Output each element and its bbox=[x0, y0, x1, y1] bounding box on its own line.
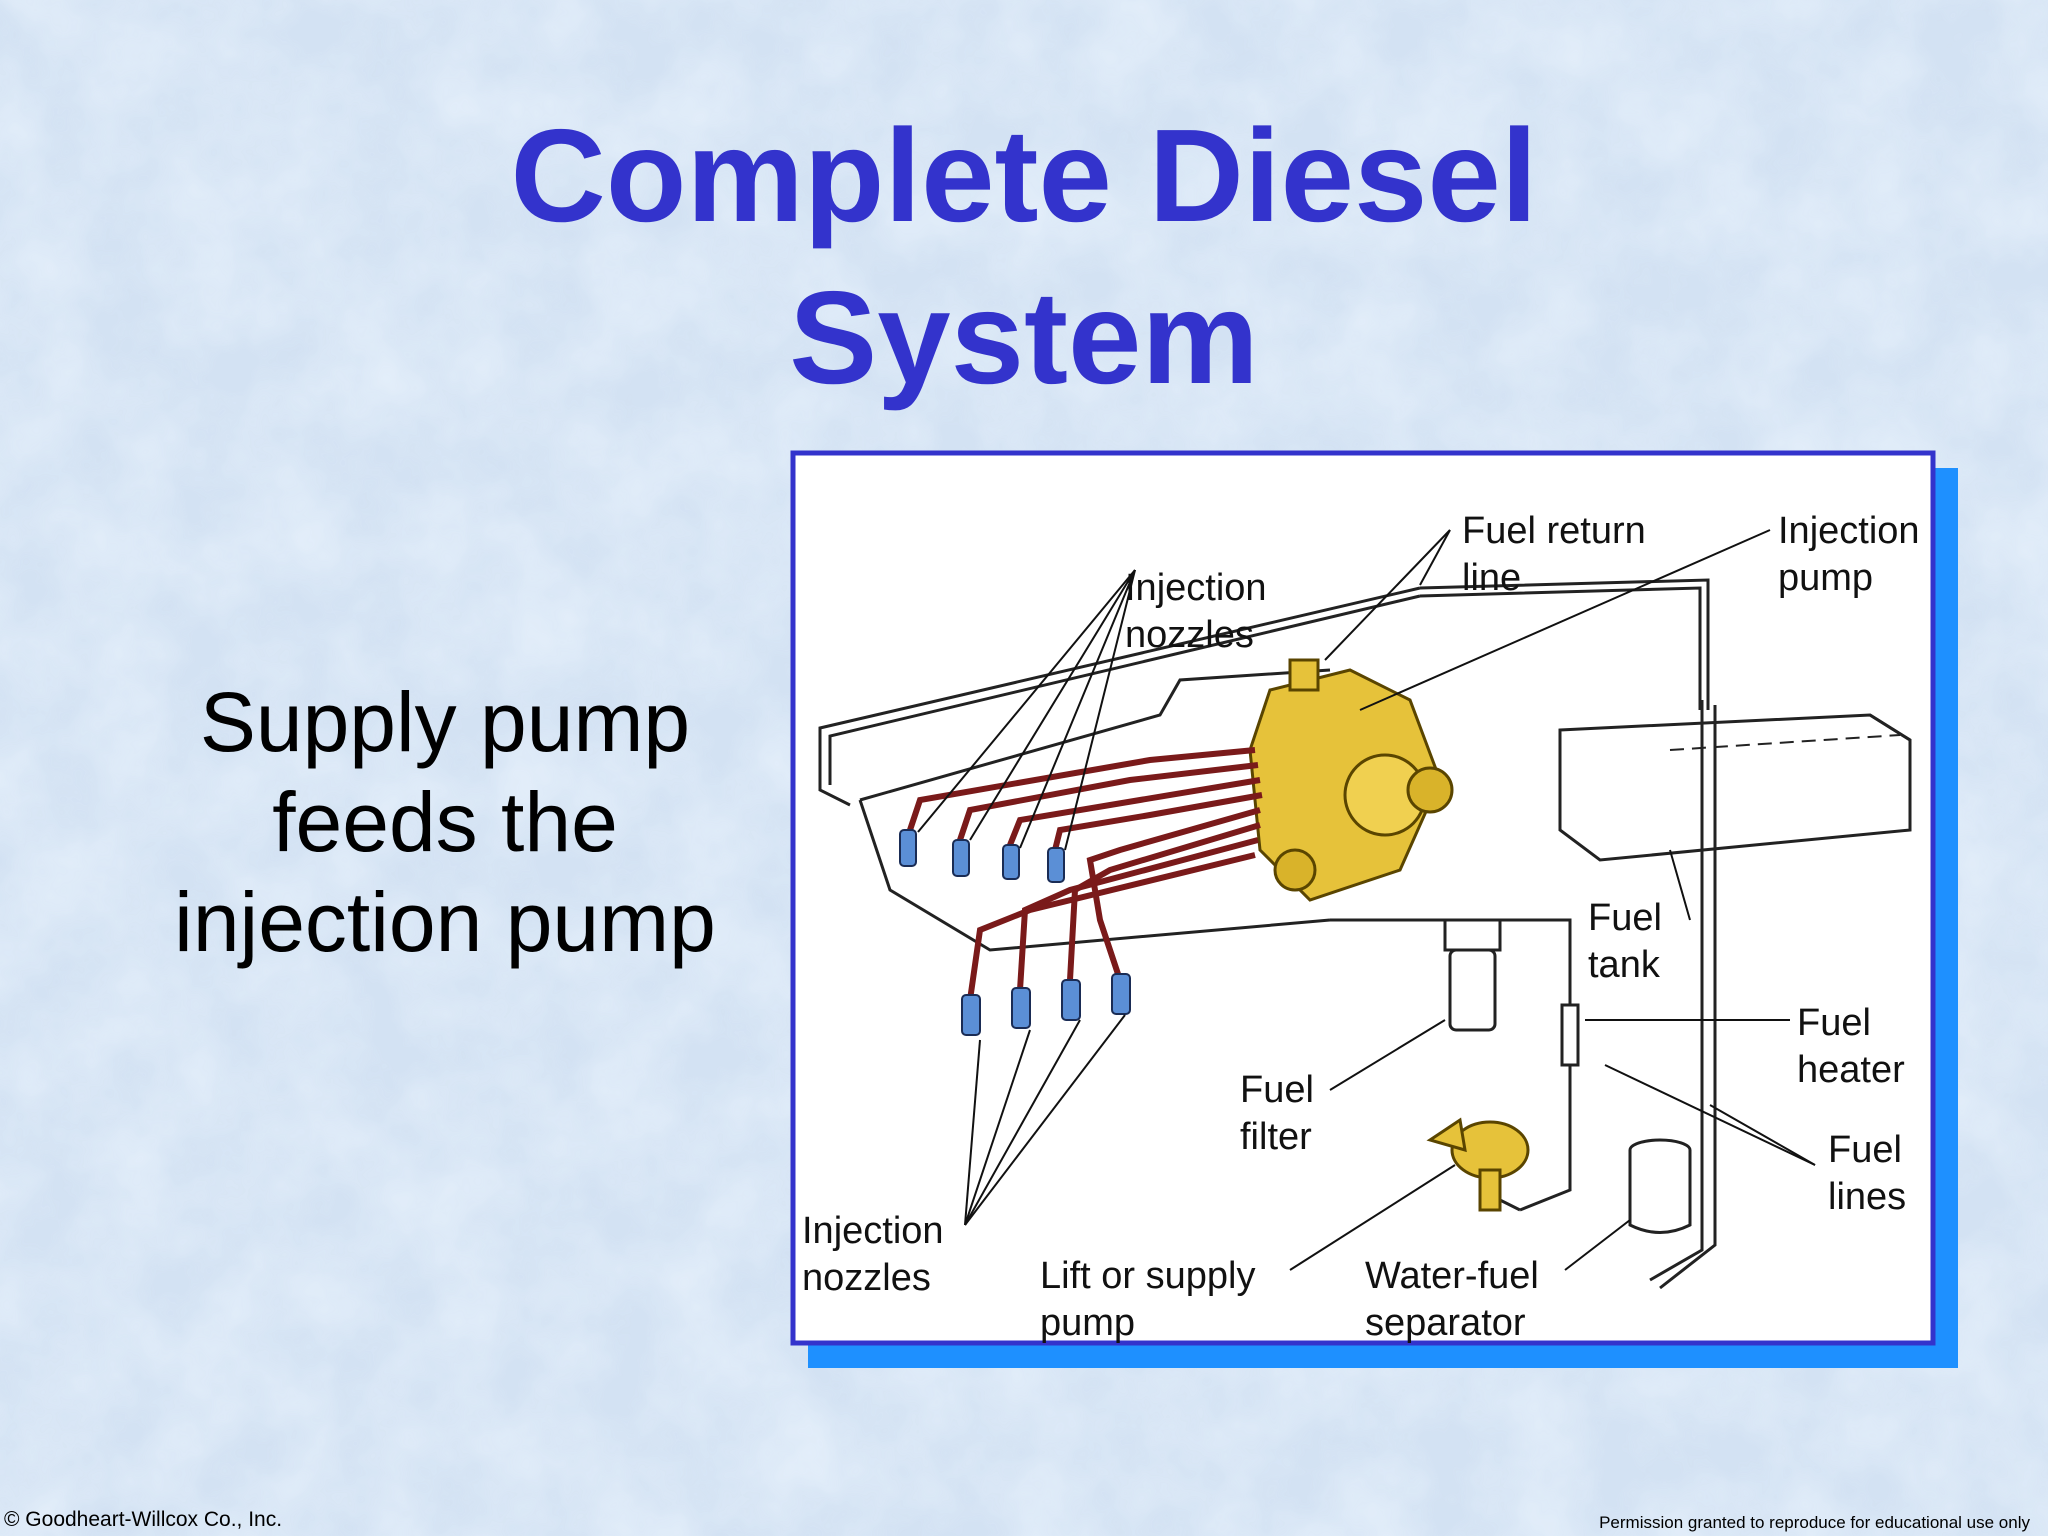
label-injection-nozzles-bottom-2: nozzles bbox=[802, 1257, 931, 1299]
injection-nozzles bbox=[899, 829, 1131, 1036]
fuel-filter bbox=[1443, 918, 1502, 1032]
injection-pump bbox=[1248, 658, 1454, 902]
leader-lines bbox=[917, 529, 1816, 1271]
label-fuel-filter-1: Fuel bbox=[1240, 1069, 1314, 1111]
label-fuel-lines-1: Fuel bbox=[1828, 1129, 1902, 1171]
label-fuel-heater-1: Fuel bbox=[1797, 1002, 1871, 1044]
label-fuel-filter-2: filter bbox=[1240, 1116, 1312, 1158]
slide-title-line-2: System bbox=[789, 264, 1259, 411]
water-fuel-separator bbox=[1628, 1138, 1692, 1234]
label-water-fuel-separator-1: Water-fuel bbox=[1365, 1255, 1539, 1297]
body-text-line-1: Supply pump bbox=[199, 675, 691, 769]
label-lift-pump-1: Lift or supply bbox=[1040, 1255, 1255, 1297]
permission-text: Permission granted to reproduce for educ… bbox=[1599, 1513, 2030, 1532]
injection-lines bbox=[907, 747, 1263, 1001]
label-injection-pump-2: pump bbox=[1778, 557, 1873, 599]
label-injection-nozzles-top-1: Injection bbox=[1125, 567, 1267, 609]
slide-title-line-1: Complete Diesel bbox=[510, 102, 1538, 249]
label-water-fuel-separator-2: separator bbox=[1365, 1302, 1526, 1344]
diagram-frame bbox=[790, 450, 1936, 1346]
fuel-lines bbox=[858, 700, 1717, 1290]
fuel-tank bbox=[1558, 713, 1912, 862]
label-fuel-lines-2: lines bbox=[1828, 1176, 1906, 1218]
label-injection-pump-1: Injection bbox=[1778, 510, 1920, 552]
label-injection-nozzles-bottom-1: Injection bbox=[802, 1210, 944, 1252]
label-fuel-tank-1: Fuel bbox=[1588, 897, 1662, 939]
label-fuel-return-line-1: Fuel return bbox=[1462, 510, 1646, 552]
label-lift-pump-2: pump bbox=[1040, 1302, 1135, 1344]
label-fuel-heater-2: heater bbox=[1797, 1049, 1905, 1091]
label-injection-nozzles-top-2: nozzles bbox=[1125, 614, 1254, 656]
diesel-system-diagram: Fuel return line Injection pump Injectio… bbox=[790, 450, 1958, 1368]
fuel-heater bbox=[1560, 1003, 1580, 1067]
body-text-line-2: feeds the bbox=[272, 775, 618, 869]
body-text-line-3: injection pump bbox=[174, 875, 716, 969]
label-fuel-return-line-2: line bbox=[1462, 557, 1521, 599]
lift-pump bbox=[1426, 1117, 1530, 1212]
label-fuel-tank-2: tank bbox=[1588, 944, 1661, 986]
copyright-text: © Goodheart-Willcox Co., Inc. bbox=[4, 1508, 283, 1531]
fuel-return-line bbox=[818, 578, 1710, 807]
